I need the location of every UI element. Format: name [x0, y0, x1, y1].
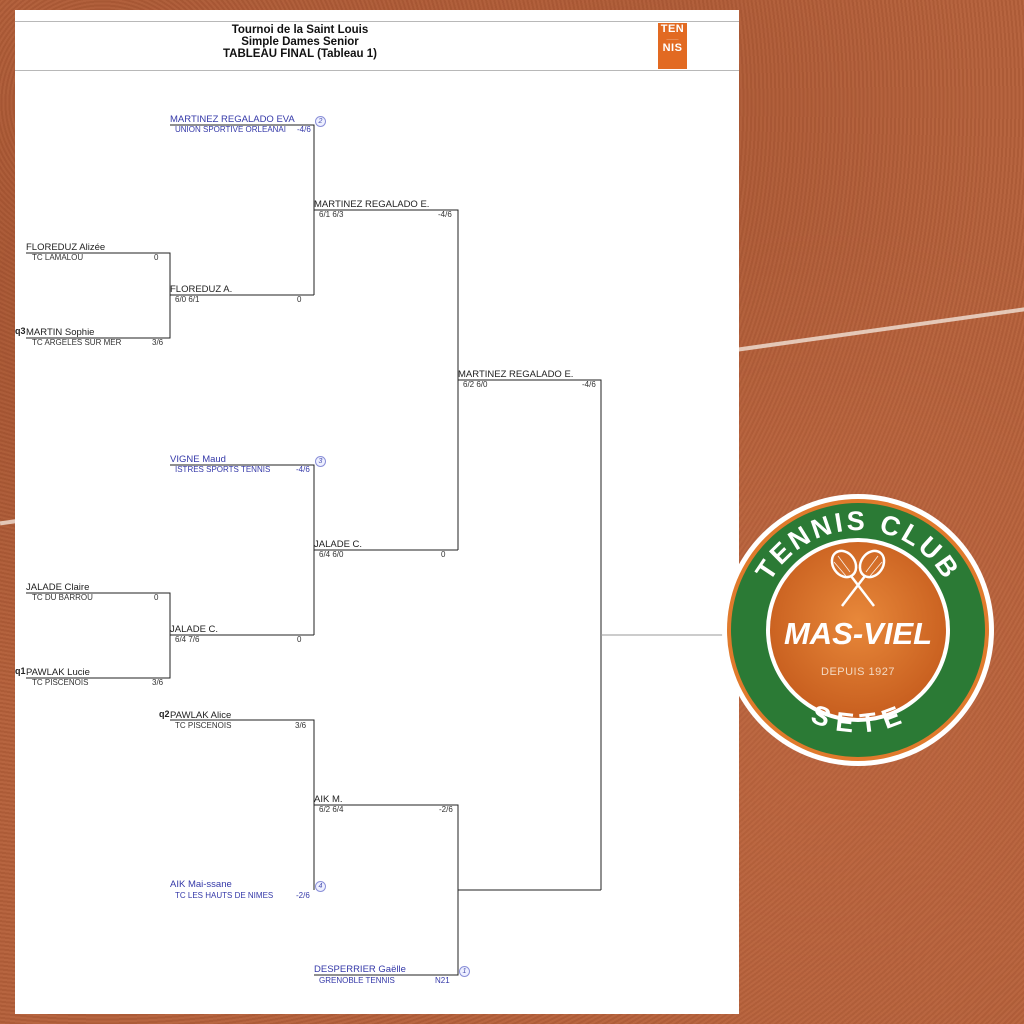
round-winner: MARTINEZ REGALADO E.: [314, 199, 430, 210]
player-name: JALADE Claire: [26, 582, 90, 593]
player-name: FLOREDUZ Alizée: [26, 242, 106, 253]
player-name: MARTIN Sophie: [26, 327, 95, 338]
line-r2-aik: [314, 804, 459, 976]
badge-since: DEPUIS 1927: [821, 666, 895, 678]
player-name: MARTINEZ REGALADO EVA: [170, 114, 295, 125]
line-vigne: [170, 464, 315, 635]
player-ranking: -2/6: [296, 891, 310, 900]
badge-brand: MAS-VIEL: [784, 616, 932, 651]
player-ranking: 3/6: [152, 338, 164, 347]
seed-badge: 3: [315, 456, 326, 467]
match-score: 6/1 6/3: [319, 210, 344, 219]
line-pawlak-alice: [170, 719, 315, 890]
player-club: UNION SPORTIVE ORLEANAI: [175, 125, 286, 134]
match-score: 6/4 7/6: [175, 635, 200, 644]
player-club: TC PISCENOIS: [175, 721, 232, 730]
line-r3-martinez: [458, 379, 602, 890]
player-ranking: 3/6: [152, 678, 164, 687]
player-ranking: N21: [435, 976, 450, 985]
crossed-rackets-icon: [830, 549, 886, 607]
winner-ranking: -2/6: [439, 805, 453, 814]
match-score: 6/0 6/1: [175, 295, 200, 304]
round-winner: JALADE C.: [314, 539, 363, 550]
logo-line-top: TEN: [660, 23, 685, 35]
tournament-sheet: Tournoi de la Saint Louis Simple Dames S…: [15, 10, 739, 1014]
seed-badge: 2: [315, 116, 326, 127]
player-ranking: -4/6: [296, 465, 310, 474]
player-name: PAWLAK Lucie: [26, 667, 90, 678]
tennis-club-badge: TENNIS CLUB SETE MAS-VIEL DEPUIS 1927: [722, 494, 994, 766]
player-name: PAWLAK Alice: [170, 710, 232, 721]
line-martinez: [170, 124, 315, 295]
badge-orange-center: [770, 542, 946, 718]
winner-ranking: -4/6: [438, 210, 452, 219]
winner-ranking: 0: [297, 635, 302, 644]
line-jalade: [26, 592, 171, 679]
winner-ranking: -4/6: [582, 380, 596, 389]
seed-badge: 4: [315, 881, 326, 892]
header-top-rule: [15, 21, 739, 22]
round-winner: MARTINEZ REGALADO E.: [458, 369, 574, 380]
winner-ranking: 0: [297, 295, 302, 304]
player-name: VIGNE Maud: [170, 454, 226, 465]
court-line: [734, 306, 1024, 352]
tournament-title: Tournoi de la Saint Louis: [231, 24, 369, 36]
player-ranking: 0: [154, 253, 159, 262]
player-club: TC LAMALOU: [32, 253, 84, 262]
player-ranking: 0: [154, 593, 159, 602]
round-winner: JALADE C.: [170, 624, 219, 635]
logo-line-bottom: NIS: [662, 42, 683, 54]
seed-badge: 1: [459, 966, 470, 977]
draw-title: TABLEAU FINAL (Tableau 1): [223, 48, 377, 60]
player-club: TC LES HAUTS DE NIMES: [175, 891, 274, 900]
qualifier-tag: q2: [159, 709, 170, 719]
player-club: TC DU BARROU: [32, 593, 93, 602]
match-score: 6/2 6/4: [319, 805, 344, 814]
winner-ranking: 0: [441, 550, 446, 559]
round-winner: FLOREDUZ A.: [170, 284, 233, 295]
player-club: TC ARGELES SUR MER: [32, 338, 122, 347]
player-ranking: -4/6: [297, 125, 311, 134]
header-bottom-rule: [15, 70, 739, 71]
round-winner: AIK M.: [314, 794, 343, 805]
player-ranking: 3/6: [295, 721, 307, 730]
player-club: GRENOBLE TENNIS: [319, 976, 395, 985]
qualifier-tag: q1: [15, 666, 26, 676]
fft-tennis-logo: TEN ——— NIS: [658, 23, 687, 69]
bracket-lines: [26, 124, 739, 976]
match-score: 6/2 6/0: [463, 380, 488, 389]
player-name: AIK Mai-ssane: [170, 879, 232, 890]
player-club: ISTRES SPORTS TENNIS: [175, 465, 271, 474]
qualifier-tag: q3: [15, 326, 26, 336]
tournament-category: Simple Dames Senior: [241, 36, 359, 48]
match-score: 6/4 6/0: [319, 550, 344, 559]
player-name: DESPERRIER Gaëlle: [314, 964, 406, 975]
logo-divider: ———: [666, 36, 679, 41]
player-club: TC PISCENOIS: [32, 678, 89, 687]
line-floreduz: [26, 252, 171, 339]
line-r2-martinez: [314, 209, 459, 550]
